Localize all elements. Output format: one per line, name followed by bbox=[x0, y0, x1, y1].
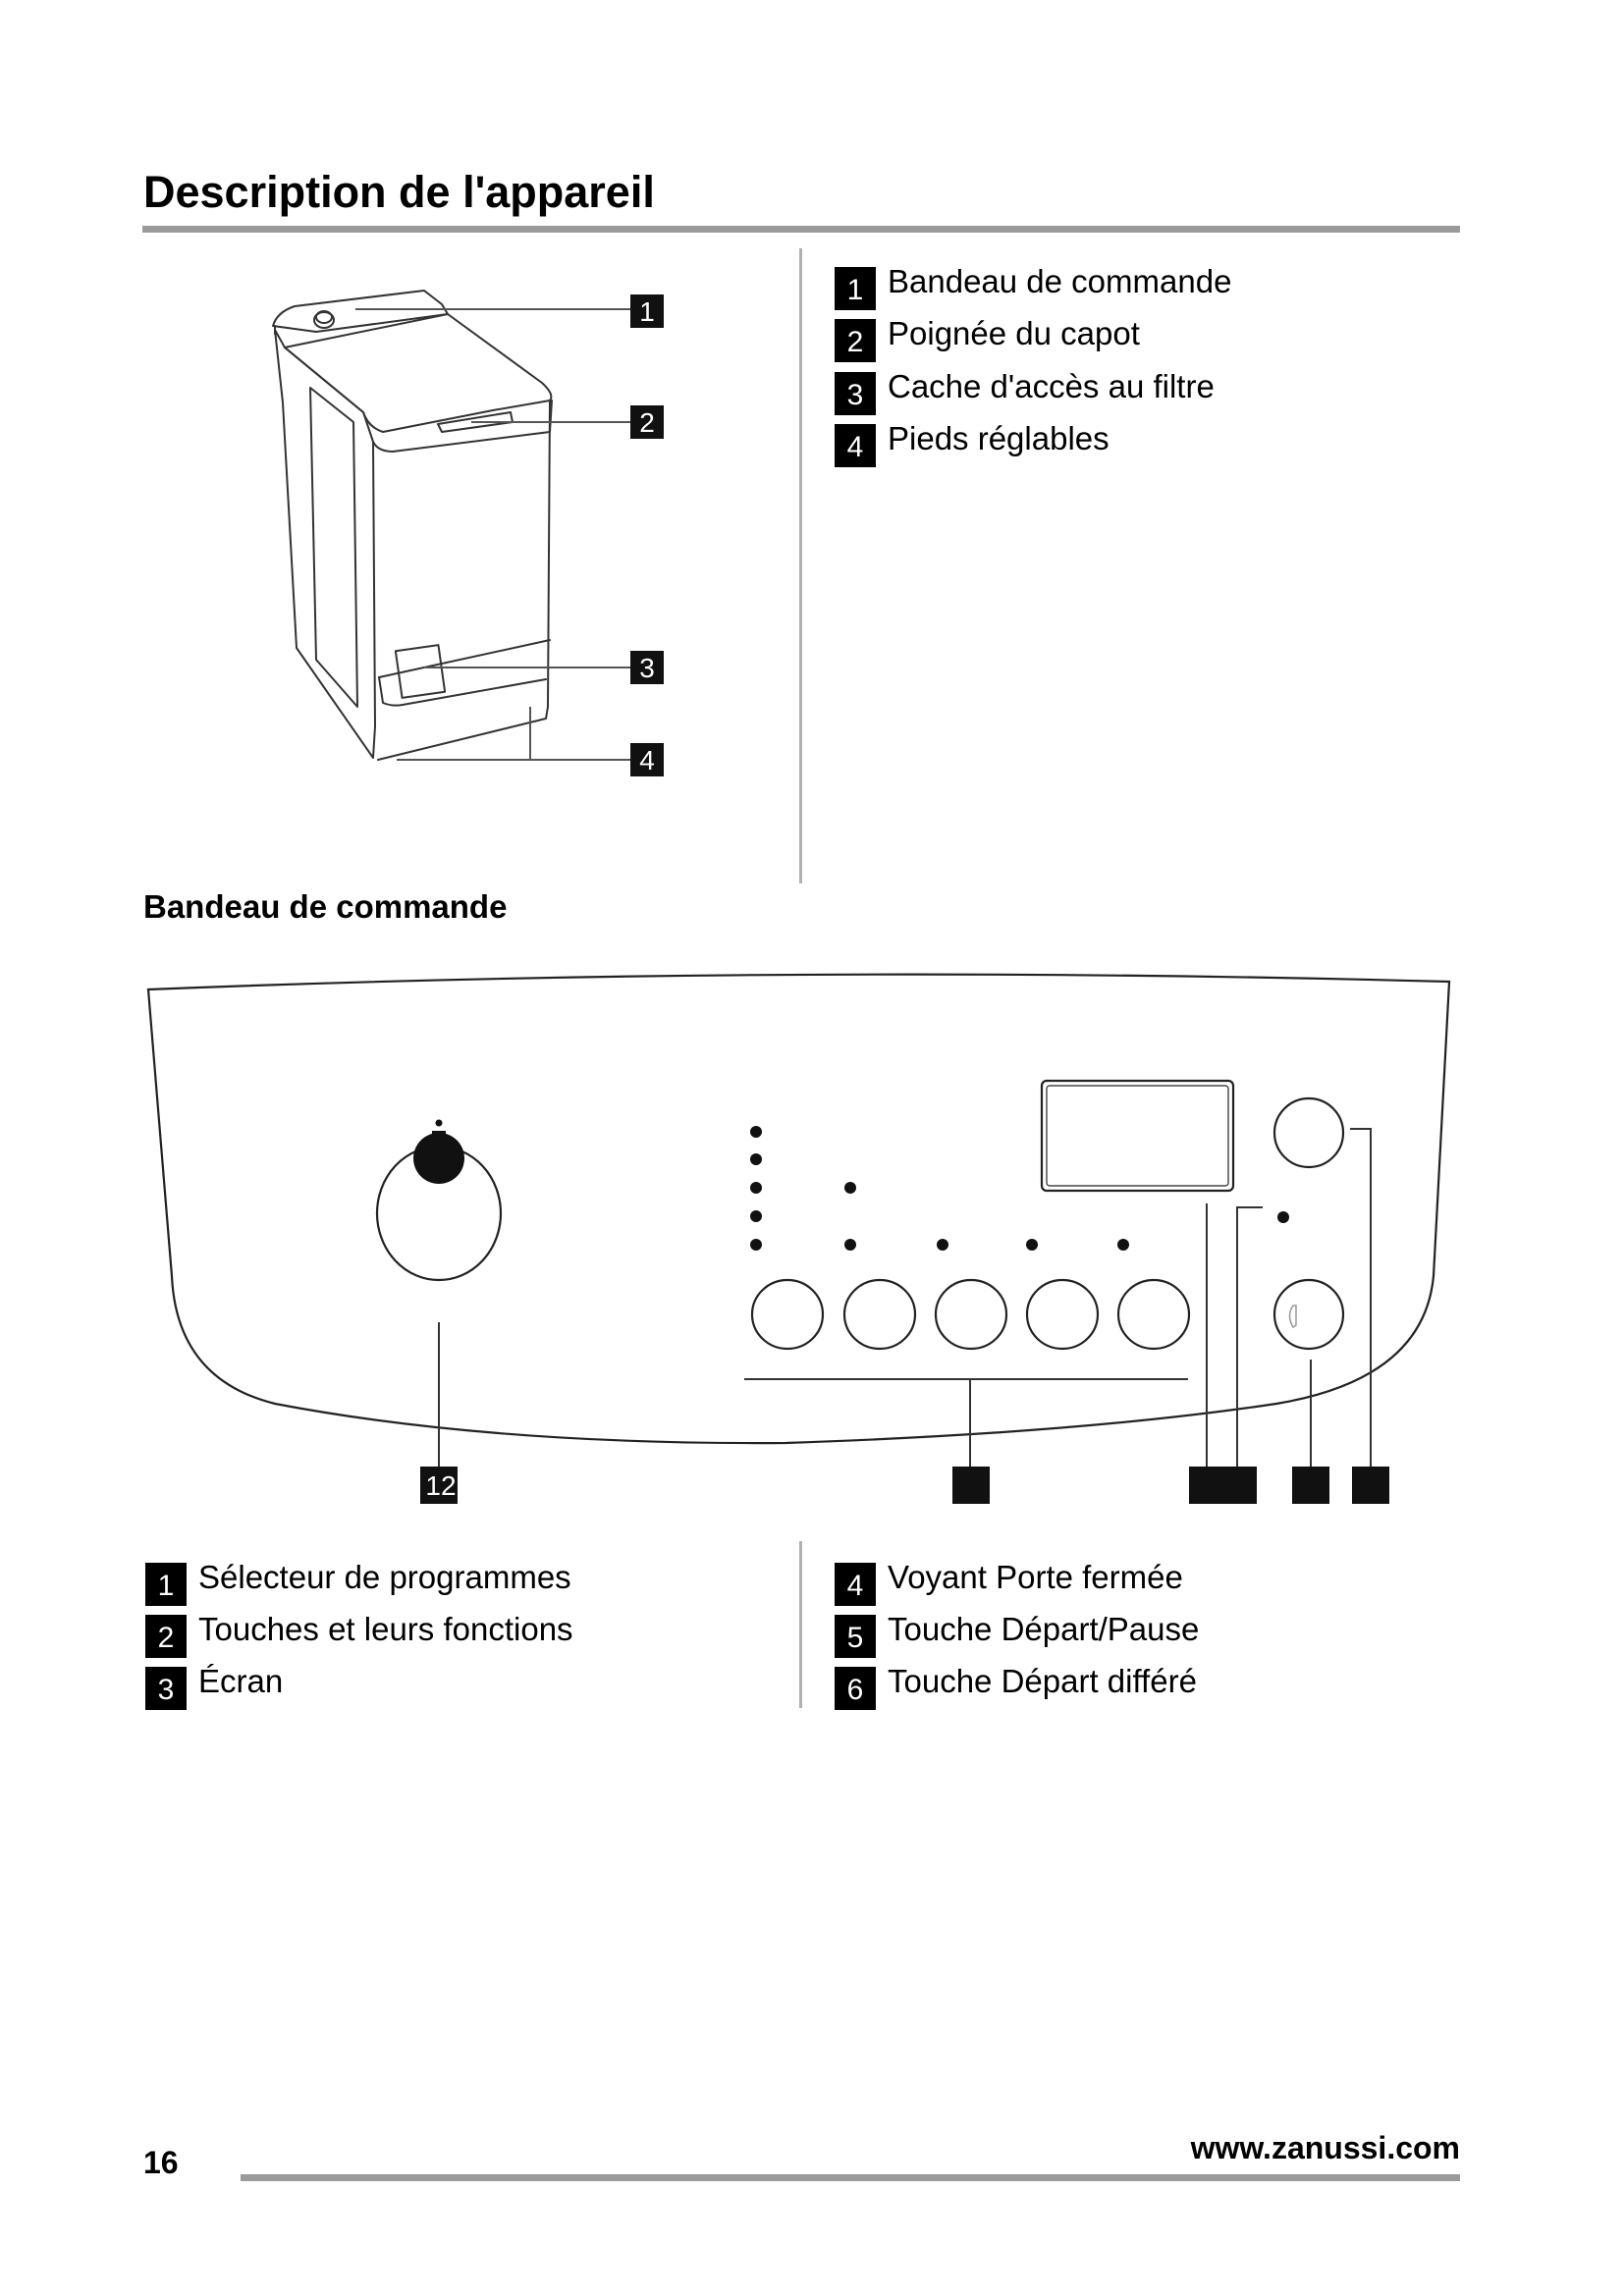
legend-item: 6 Touche Départ différé bbox=[835, 1663, 1197, 1710]
option-button bbox=[934, 1278, 1008, 1351]
legend-label: Touche Départ différé bbox=[888, 1663, 1197, 1699]
legend-item: 1 Sélecteur de programmes bbox=[145, 1559, 571, 1606]
indicator-dot bbox=[750, 1210, 762, 1222]
legend-separator bbox=[799, 1541, 802, 1708]
legend-number: 4 bbox=[835, 424, 876, 467]
callout-12 bbox=[420, 1467, 458, 1504]
control-panel-heading: Bandeau de commande bbox=[143, 888, 508, 925]
legend-number: 1 bbox=[835, 267, 876, 310]
indicator-dot bbox=[844, 1182, 856, 1194]
delay-start-button bbox=[1272, 1096, 1345, 1169]
callout-2: 2 bbox=[630, 405, 664, 439]
option-button bbox=[842, 1278, 917, 1351]
control-panel-illustration: 12 bbox=[146, 973, 1451, 1504]
callout-blank bbox=[1219, 1467, 1257, 1504]
side-recess bbox=[309, 387, 358, 708]
indicator-dot bbox=[750, 1239, 762, 1251]
callout-blank bbox=[952, 1467, 990, 1504]
indicator-dot bbox=[750, 1153, 762, 1165]
legend-label: Touches et leurs fonctions bbox=[198, 1611, 573, 1647]
legend-label: Touche Départ/Pause bbox=[888, 1611, 1200, 1647]
callout-blank bbox=[1352, 1467, 1389, 1504]
legend-item: 5 Touche Départ/Pause bbox=[835, 1611, 1199, 1658]
display-screen bbox=[1040, 1079, 1235, 1193]
callout-4-label: 4 bbox=[639, 745, 655, 775]
callout-3-label: 3 bbox=[639, 653, 655, 683]
legend-number: 3 bbox=[145, 1667, 187, 1710]
callout-1: 1 bbox=[630, 294, 664, 328]
panel-outline bbox=[146, 973, 1451, 1445]
indicator-dot bbox=[750, 1126, 762, 1138]
title-rule bbox=[142, 226, 1460, 233]
callout-2-label: 2 bbox=[639, 407, 655, 438]
legend-number: 6 bbox=[835, 1667, 876, 1710]
callout-blank bbox=[1292, 1467, 1329, 1504]
indicator-dot bbox=[937, 1239, 948, 1251]
legend-label: Poignée du capot bbox=[888, 315, 1140, 351]
legend-label: Voyant Porte fermée bbox=[888, 1559, 1183, 1595]
option-button bbox=[1025, 1278, 1100, 1351]
indicator-dots bbox=[750, 1126, 1289, 1251]
legend-item: 3 Écran bbox=[145, 1663, 283, 1710]
legend-number: 5 bbox=[835, 1615, 876, 1658]
door-locked-indicator-dot bbox=[1277, 1211, 1289, 1223]
website-link[interactable]: www.zanussi.com bbox=[1190, 2130, 1460, 2165]
page-number: 16 bbox=[143, 2145, 179, 2180]
legend-label: Cache d'accès au filtre bbox=[888, 368, 1215, 404]
callout-4: 4 bbox=[630, 743, 664, 776]
legend-item: 4 Pieds réglables bbox=[835, 420, 1110, 467]
legend-item: 3 Cache d'accès au filtre bbox=[835, 368, 1215, 415]
indicator-dot bbox=[750, 1182, 762, 1194]
option-button bbox=[1116, 1278, 1191, 1351]
washing-machine-illustration: 1 2 3 4 bbox=[272, 290, 664, 776]
selector-knob-indicator bbox=[413, 1133, 464, 1184]
legend-number: 2 bbox=[835, 319, 876, 362]
column-separator bbox=[799, 248, 802, 883]
legend-label: Sélecteur de programmes bbox=[198, 1559, 571, 1595]
callout-12-label: 12 bbox=[425, 1470, 456, 1501]
footer-rule bbox=[241, 2174, 1460, 2181]
legend-label: Bandeau de commande bbox=[888, 263, 1232, 299]
legend-number: 3 bbox=[835, 372, 876, 415]
legend-number: 4 bbox=[835, 1563, 876, 1606]
legend-number: 2 bbox=[145, 1615, 187, 1658]
legend-item: 2 Touches et leurs fonctions bbox=[145, 1611, 573, 1658]
legend-item: 2 Poignée du capot bbox=[835, 315, 1140, 362]
callout-3: 3 bbox=[630, 651, 664, 684]
legend-label: Pieds réglables bbox=[888, 420, 1110, 456]
option-button bbox=[750, 1278, 825, 1351]
indicator-dot bbox=[1026, 1239, 1038, 1251]
start-pause-button bbox=[1272, 1278, 1345, 1351]
start-pause-icon bbox=[1288, 1305, 1297, 1329]
indicator-dot bbox=[844, 1239, 856, 1251]
legend-item: 1 Bandeau de commande bbox=[835, 263, 1231, 310]
selector-mark-dot bbox=[435, 1119, 443, 1127]
legend-number: 1 bbox=[145, 1563, 187, 1606]
legend-item: 4 Voyant Porte fermée bbox=[835, 1559, 1183, 1606]
page-title: Description de l'appareil bbox=[143, 167, 655, 217]
legend-label: Écran bbox=[198, 1663, 284, 1699]
indicator-dot bbox=[1117, 1239, 1129, 1251]
callout-1-label: 1 bbox=[639, 296, 655, 327]
